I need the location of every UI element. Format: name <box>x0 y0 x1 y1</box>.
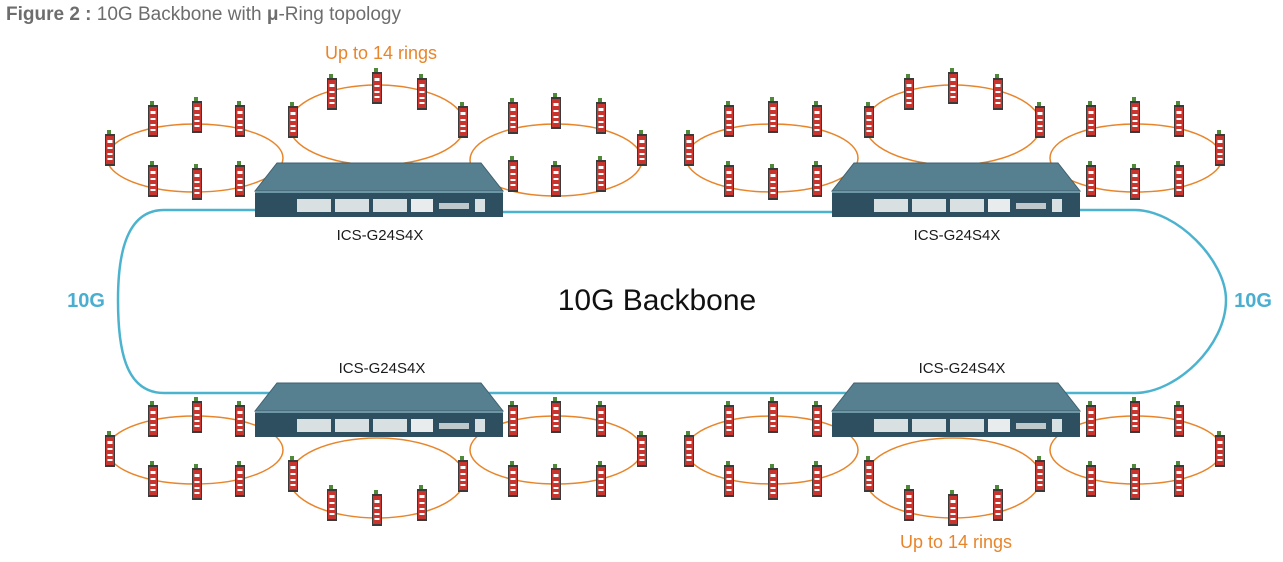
figure-number: Figure 2 : <box>6 4 92 25</box>
industrial-switch-icon <box>1086 161 1096 197</box>
core-switch-icon <box>254 162 504 218</box>
industrial-switch-icon <box>551 397 561 433</box>
industrial-switch-icon <box>768 397 778 433</box>
industrial-switch-icon <box>105 130 115 166</box>
industrial-switch-icon <box>684 431 694 467</box>
industrial-switch-icon <box>235 401 245 437</box>
industrial-switch-icon <box>768 164 778 200</box>
industrial-switch-icon <box>993 485 1003 521</box>
industrial-switch-icon <box>904 74 914 110</box>
industrial-switch-icon <box>192 97 202 133</box>
industrial-switch-icon <box>148 461 158 497</box>
industrial-switch-icon <box>596 98 606 134</box>
industrial-switch-icon <box>235 461 245 497</box>
industrial-switch-icon <box>724 101 734 137</box>
industrial-switch-icon <box>235 161 245 197</box>
industrial-switch-icon <box>724 401 734 437</box>
industrial-switch-icon <box>148 101 158 137</box>
industrial-switch-icon <box>948 68 958 104</box>
industrial-switch-icon <box>458 456 468 492</box>
mu-symbol: μ <box>266 4 279 25</box>
industrial-switch-icon <box>551 161 561 197</box>
industrial-switch-icon <box>1174 101 1184 137</box>
industrial-switch-icon <box>105 431 115 467</box>
figure-title-part: -Ring topology <box>278 4 401 25</box>
core-switch-icon <box>831 162 1081 218</box>
industrial-switch-icon <box>327 74 337 110</box>
industrial-switch-icon <box>637 130 647 166</box>
industrial-switch-icon <box>551 464 561 500</box>
industrial-switch-icon <box>812 161 822 197</box>
industrial-switch-icon <box>192 464 202 500</box>
industrial-switch-icon <box>148 401 158 437</box>
industrial-switch-icon <box>1215 431 1225 467</box>
industrial-switch-icon <box>1130 464 1140 500</box>
backbone-link <box>116 208 1228 395</box>
industrial-switch-icon <box>724 461 734 497</box>
industrial-switch-icon <box>458 102 468 138</box>
core-switch-icon <box>831 382 1081 438</box>
switch-label: ICS-G24S4X <box>914 227 1001 244</box>
industrial-switch-icon <box>372 490 382 526</box>
figure-caption: Figure 2 : 10G Backbone with μ-Ring topo… <box>6 4 401 26</box>
ring-count-note: Up to 14 rings <box>900 532 1012 552</box>
industrial-switch-icon <box>508 156 518 192</box>
industrial-switch-icon <box>1174 461 1184 497</box>
industrial-switch-icon <box>288 102 298 138</box>
industrial-switch-icon <box>372 68 382 104</box>
industrial-switch-icon <box>812 401 822 437</box>
industrial-switch-icon <box>904 485 914 521</box>
industrial-switch-icon <box>812 461 822 497</box>
industrial-switch-icon <box>1130 97 1140 133</box>
industrial-switch-icon <box>417 74 427 110</box>
industrial-switch-icon <box>192 164 202 200</box>
industrial-switch-icon <box>864 102 874 138</box>
ring-count-note: Up to 14 rings <box>325 43 437 63</box>
industrial-switch-icon <box>148 161 158 197</box>
link-speed-label: 10G <box>1234 290 1272 312</box>
industrial-switch-icon <box>1174 401 1184 437</box>
industrial-switch-icon <box>1130 164 1140 200</box>
core-switch-icon <box>254 382 504 438</box>
industrial-switch-icon <box>1130 397 1140 433</box>
industrial-switch-icon <box>1035 456 1045 492</box>
industrial-switch-icon <box>508 401 518 437</box>
industrial-switch-icon <box>1086 401 1096 437</box>
industrial-switch-icon <box>1174 161 1184 197</box>
industrial-switch-icon <box>596 401 606 437</box>
industrial-switch-icon <box>551 93 561 129</box>
industrial-switch-icon <box>288 456 298 492</box>
industrial-switch-icon <box>724 161 734 197</box>
link-speed-label: 10G <box>67 290 105 312</box>
industrial-switch-icon <box>768 464 778 500</box>
industrial-switch-icon <box>812 101 822 137</box>
industrial-switch-icon <box>327 485 337 521</box>
industrial-switch-icon <box>768 97 778 133</box>
industrial-switch-icon <box>1086 101 1096 137</box>
industrial-switch-icon <box>1086 461 1096 497</box>
switch-label: ICS-G24S4X <box>339 360 426 377</box>
industrial-switch-icon <box>864 456 874 492</box>
industrial-switch-icon <box>684 130 694 166</box>
industrial-switch-icon <box>948 490 958 526</box>
industrial-switch-icon <box>993 74 1003 110</box>
backbone-label: 10G Backbone <box>558 284 756 317</box>
industrial-switch-icon <box>596 156 606 192</box>
switch-label: ICS-G24S4X <box>919 360 1006 377</box>
industrial-switch-icon <box>1215 130 1225 166</box>
industrial-switch-icon <box>192 397 202 433</box>
industrial-switch-icon <box>417 485 427 521</box>
industrial-switch-icon <box>235 101 245 137</box>
industrial-switch-icon <box>508 461 518 497</box>
industrial-switch-icon <box>508 98 518 134</box>
switch-label: ICS-G24S4X <box>337 227 424 244</box>
industrial-switch-icon <box>1035 102 1045 138</box>
industrial-switch-icon <box>596 461 606 497</box>
figure-title-part: 10G Backbone with <box>91 4 267 25</box>
industrial-switch-icon <box>637 431 647 467</box>
